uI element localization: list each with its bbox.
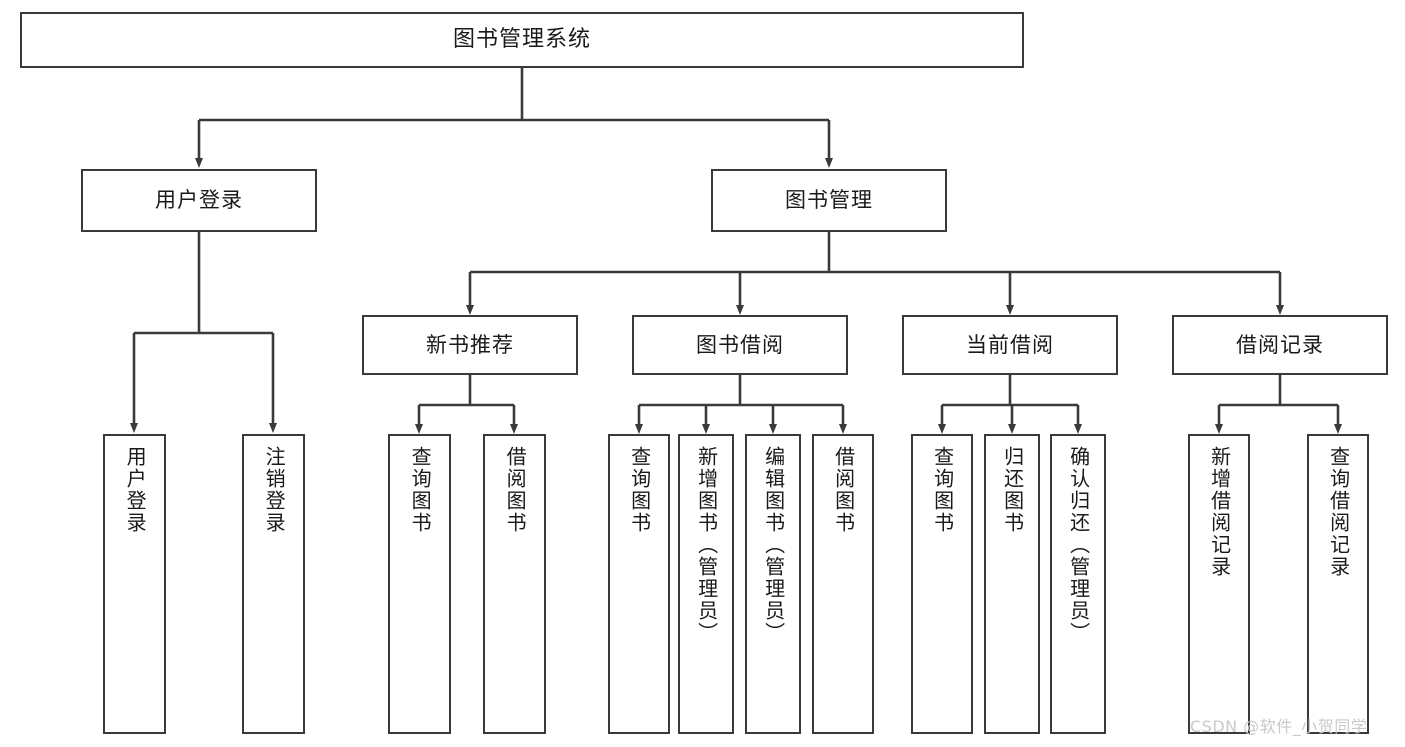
leaf-query-book-recommend[interactable]: 查询图书 [388, 434, 451, 734]
leaf-user-login[interactable]: 用户登录 [103, 434, 166, 734]
leaf-query-borrow-record-label: 查询借阅记录 [1326, 446, 1351, 578]
node-book-management[interactable]: 图书管理 [711, 169, 947, 232]
leaf-edit-book-admin-label: 编辑图书（管理员） [761, 446, 786, 644]
node-book-borrow[interactable]: 图书借阅 [632, 315, 848, 375]
node-current-borrow[interactable]: 当前借阅 [902, 315, 1118, 375]
node-book-management-label: 图书管理 [785, 188, 873, 213]
leaf-borrow-book-label: 借阅图书 [831, 446, 856, 534]
leaf-user-login-label: 用户登录 [123, 446, 148, 534]
leaf-add-book-admin[interactable]: 新增图书（管理员） [678, 434, 734, 734]
node-root-label: 图书管理系统 [452, 27, 591, 53]
leaf-query-borrow-record[interactable]: 查询借阅记录 [1307, 434, 1369, 734]
node-current-borrow-label: 当前借阅 [966, 332, 1054, 357]
leaf-add-borrow-record[interactable]: 新增借阅记录 [1188, 434, 1250, 734]
node-user-login-label: 用户登录 [155, 188, 243, 213]
node-new-book-recommend-label: 新书推荐 [426, 332, 514, 357]
leaf-borrow-book-recommend-label: 借阅图书 [503, 446, 528, 534]
leaf-add-borrow-record-label: 新增借阅记录 [1207, 446, 1232, 578]
node-user-login[interactable]: 用户登录 [81, 169, 317, 232]
node-book-borrow-label: 图书借阅 [696, 332, 784, 357]
leaf-add-book-admin-label: 新增图书（管理员） [694, 446, 719, 644]
leaf-return-book[interactable]: 归还图书 [984, 434, 1040, 734]
watermark: CSDN @软件_小贺同学 [1190, 717, 1368, 736]
leaf-logout-label: 注销登录 [262, 446, 287, 534]
leaf-query-book-recommend-label: 查询图书 [408, 446, 433, 534]
leaf-query-book-borrow[interactable]: 查询图书 [608, 434, 670, 734]
leaf-query-book-current-label: 查询图书 [930, 446, 955, 534]
node-borrow-record-label: 借阅记录 [1236, 332, 1324, 357]
leaf-logout[interactable]: 注销登录 [242, 434, 305, 734]
leaf-edit-book-admin[interactable]: 编辑图书（管理员） [745, 434, 801, 734]
leaf-query-book-borrow-label: 查询图书 [627, 446, 652, 534]
node-new-book-recommend[interactable]: 新书推荐 [362, 315, 578, 375]
node-root[interactable]: 图书管理系统 [20, 12, 1024, 68]
leaf-confirm-return-admin[interactable]: 确认归还（管理员） [1050, 434, 1106, 734]
leaf-confirm-return-admin-label: 确认归还（管理员） [1066, 446, 1091, 644]
leaf-return-book-label: 归还图书 [1000, 446, 1025, 534]
leaf-borrow-book[interactable]: 借阅图书 [812, 434, 874, 734]
leaf-borrow-book-recommend[interactable]: 借阅图书 [483, 434, 546, 734]
node-borrow-record[interactable]: 借阅记录 [1172, 315, 1388, 375]
leaf-query-book-current[interactable]: 查询图书 [911, 434, 973, 734]
